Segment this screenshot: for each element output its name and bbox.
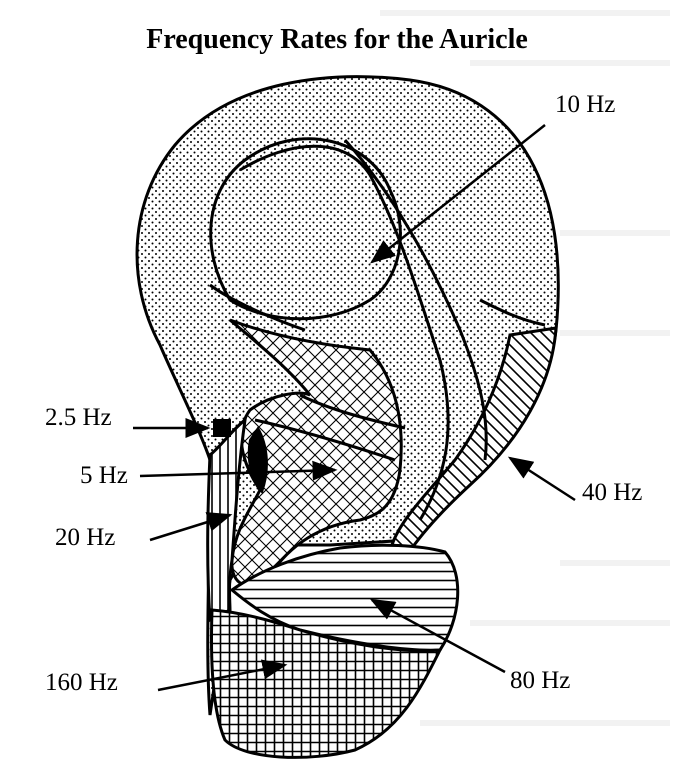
arrow-40hz <box>507 456 576 502</box>
label-5hz: 5 Hz <box>80 462 128 489</box>
lobe-lower-zone <box>210 608 443 759</box>
intertragic-notch-zone <box>247 426 268 494</box>
label-40hz: 40 Hz <box>582 479 642 506</box>
antihelix-inner-line <box>239 144 450 521</box>
crus-line <box>343 138 488 461</box>
arrow-10hz <box>370 124 546 264</box>
arrow-5hz <box>139 460 338 481</box>
arrow-80hz <box>369 598 506 674</box>
arrow-20hz <box>149 512 233 542</box>
label-160hz: 160 Hz <box>45 669 118 696</box>
label-20hz: 20 Hz <box>55 524 115 551</box>
label-10hz: 10 Hz <box>555 91 615 118</box>
scapha-line <box>479 298 546 327</box>
helix-root-line <box>254 418 396 462</box>
diagram-title: Frequency Rates for the Auricle <box>146 24 528 55</box>
fossa-outline <box>209 137 402 321</box>
background-bleed-texture <box>380 10 670 726</box>
arrow-160hz <box>157 659 288 692</box>
label-80hz: 80 Hz <box>510 667 570 694</box>
label-2-5hz: 2.5 Hz <box>45 404 112 431</box>
helix-root-line-2 <box>299 393 406 430</box>
tragus-point-marker <box>213 419 231 437</box>
fossa-triangular-line <box>209 283 306 332</box>
